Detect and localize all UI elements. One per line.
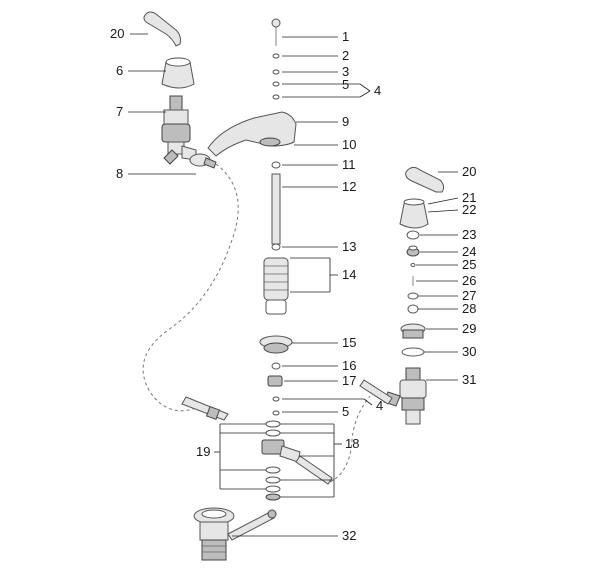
callout-6: 6 <box>116 63 123 78</box>
callout-24: 24 <box>462 244 476 259</box>
spout <box>207 111 297 157</box>
callout-20-left: 20 <box>110 26 124 41</box>
o-ring-11 <box>271 161 281 169</box>
callout-19: 19 <box>196 444 210 459</box>
pop-up-waste <box>193 507 277 561</box>
o-ring-13 <box>271 243 281 251</box>
callout-16: 16 <box>342 358 356 373</box>
callout-26: 26 <box>462 273 476 288</box>
part-25 <box>410 263 416 267</box>
callout-11: 11 <box>342 157 356 172</box>
callout-3: 3 <box>342 64 349 79</box>
spout-rod <box>271 173 281 245</box>
right-supply-hose <box>329 395 371 483</box>
callout-7: 7 <box>116 104 123 119</box>
callout-9: 9 <box>342 114 349 129</box>
washer-5a <box>272 81 280 87</box>
left-feed-pipe <box>181 396 229 421</box>
leader-lines <box>128 33 459 537</box>
washer-4b <box>272 410 280 416</box>
part-24 <box>406 245 420 257</box>
right-supply-connector <box>359 379 393 405</box>
callout-28: 28 <box>462 301 476 316</box>
washer-4a <box>272 94 280 100</box>
right-feed-pipe <box>295 455 333 485</box>
callout-2: 2 <box>342 48 349 63</box>
nut-17 <box>267 375 283 387</box>
callout-23: 23 <box>462 227 476 242</box>
left-lever-handle <box>143 11 181 47</box>
callout-14: 14 <box>342 267 356 282</box>
left-handle-cap <box>161 57 195 89</box>
o-ring-16 <box>271 362 281 370</box>
left-supply-connector <box>189 153 217 169</box>
callout-1: 1 <box>342 29 349 44</box>
callout-17: 17 <box>342 373 356 388</box>
left-supply-hose <box>142 163 239 412</box>
callout-31: 31 <box>462 372 476 387</box>
callout-22: 22 <box>462 202 476 217</box>
callout-18: 18 <box>345 436 359 451</box>
flange-15 <box>259 335 293 354</box>
callout-32: 32 <box>342 528 356 543</box>
callout-5-bottom: 5 <box>342 404 349 419</box>
callout-20-right: 20 <box>462 164 476 179</box>
right-lever-handle <box>405 166 445 193</box>
callout-25: 25 <box>462 257 476 272</box>
callout-4-bottom: 4 <box>376 398 383 413</box>
callout-4-top: 4 <box>374 83 381 98</box>
part-23 <box>406 230 420 240</box>
part-29 <box>400 323 426 339</box>
callout-12: 12 <box>342 179 356 194</box>
right-valve-body <box>383 367 427 425</box>
right-handle-cap <box>399 198 429 229</box>
callout-5-top: 5 <box>342 77 349 92</box>
callout-21: 21 <box>462 190 476 205</box>
callout-30: 30 <box>462 344 476 359</box>
washer-2 <box>272 53 280 59</box>
washer-5b <box>272 396 280 402</box>
callout-27: 27 <box>462 288 476 303</box>
part-30 <box>401 347 425 357</box>
callout-10: 10 <box>342 137 356 152</box>
part-27 <box>407 292 419 300</box>
callout-8: 8 <box>116 166 123 181</box>
part-28 <box>407 304 419 314</box>
callout-15: 15 <box>342 335 356 350</box>
washer-3 <box>272 69 280 75</box>
callout-29: 29 <box>462 321 476 336</box>
left-valve-cartridge <box>161 95 197 165</box>
spout-knob <box>271 18 281 46</box>
callout-13: 13 <box>342 239 356 254</box>
pop-up-spring <box>263 257 289 315</box>
